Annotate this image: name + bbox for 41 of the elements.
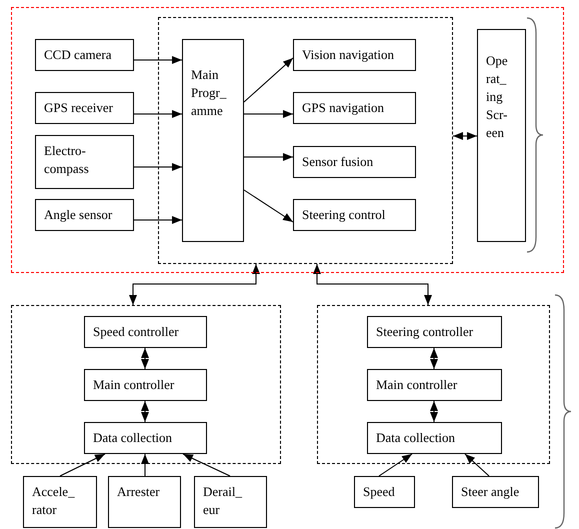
arrow [141,400,149,422]
arrow [244,58,294,102]
process-box: Steering controller [367,316,502,348]
arrow [141,454,149,476]
process-box: CCD camera [35,39,134,71]
process-box: Steer angle [452,476,539,508]
dashed-frame [317,305,550,464]
arrow [134,216,182,224]
process-box: Main controller [367,369,502,401]
arrow [134,163,182,171]
dashed-frame [11,7,564,273]
arrow [244,190,294,222]
process-box: Angle sensor [35,199,134,231]
process-box: Arrester [108,476,181,528]
arrow [134,110,182,118]
arrow [430,400,438,422]
arrow [244,110,294,118]
process-box: Data collection [367,422,502,454]
arrow [134,56,182,64]
arrow [129,264,260,306]
dashed-frame [158,17,453,264]
arrow [141,348,149,370]
process-box: Accele_ rator [23,476,97,528]
dashed-frame [11,305,281,464]
process-box: Vision navigation [293,39,416,71]
arrow [430,348,438,370]
process-box: Speed [354,476,415,508]
arrow [244,153,294,161]
process-box: GPS navigation [293,92,416,124]
process-box: GPS receiver [35,92,134,124]
process-box: Main controller [84,369,207,401]
arrow [452,132,478,140]
process-box: Steering control [293,199,416,231]
arrow [313,264,432,306]
process-box: Main Progr_ amme [182,39,244,242]
process-box: Ope rat_ ing Scr- een [477,29,526,242]
process-box: Data collection [84,422,207,454]
process-box: Speed controller [84,316,207,348]
process-box: Derail_ eur [194,476,267,528]
process-box: Sensor fusion [293,146,416,178]
process-box: Electro- compass [35,135,134,189]
